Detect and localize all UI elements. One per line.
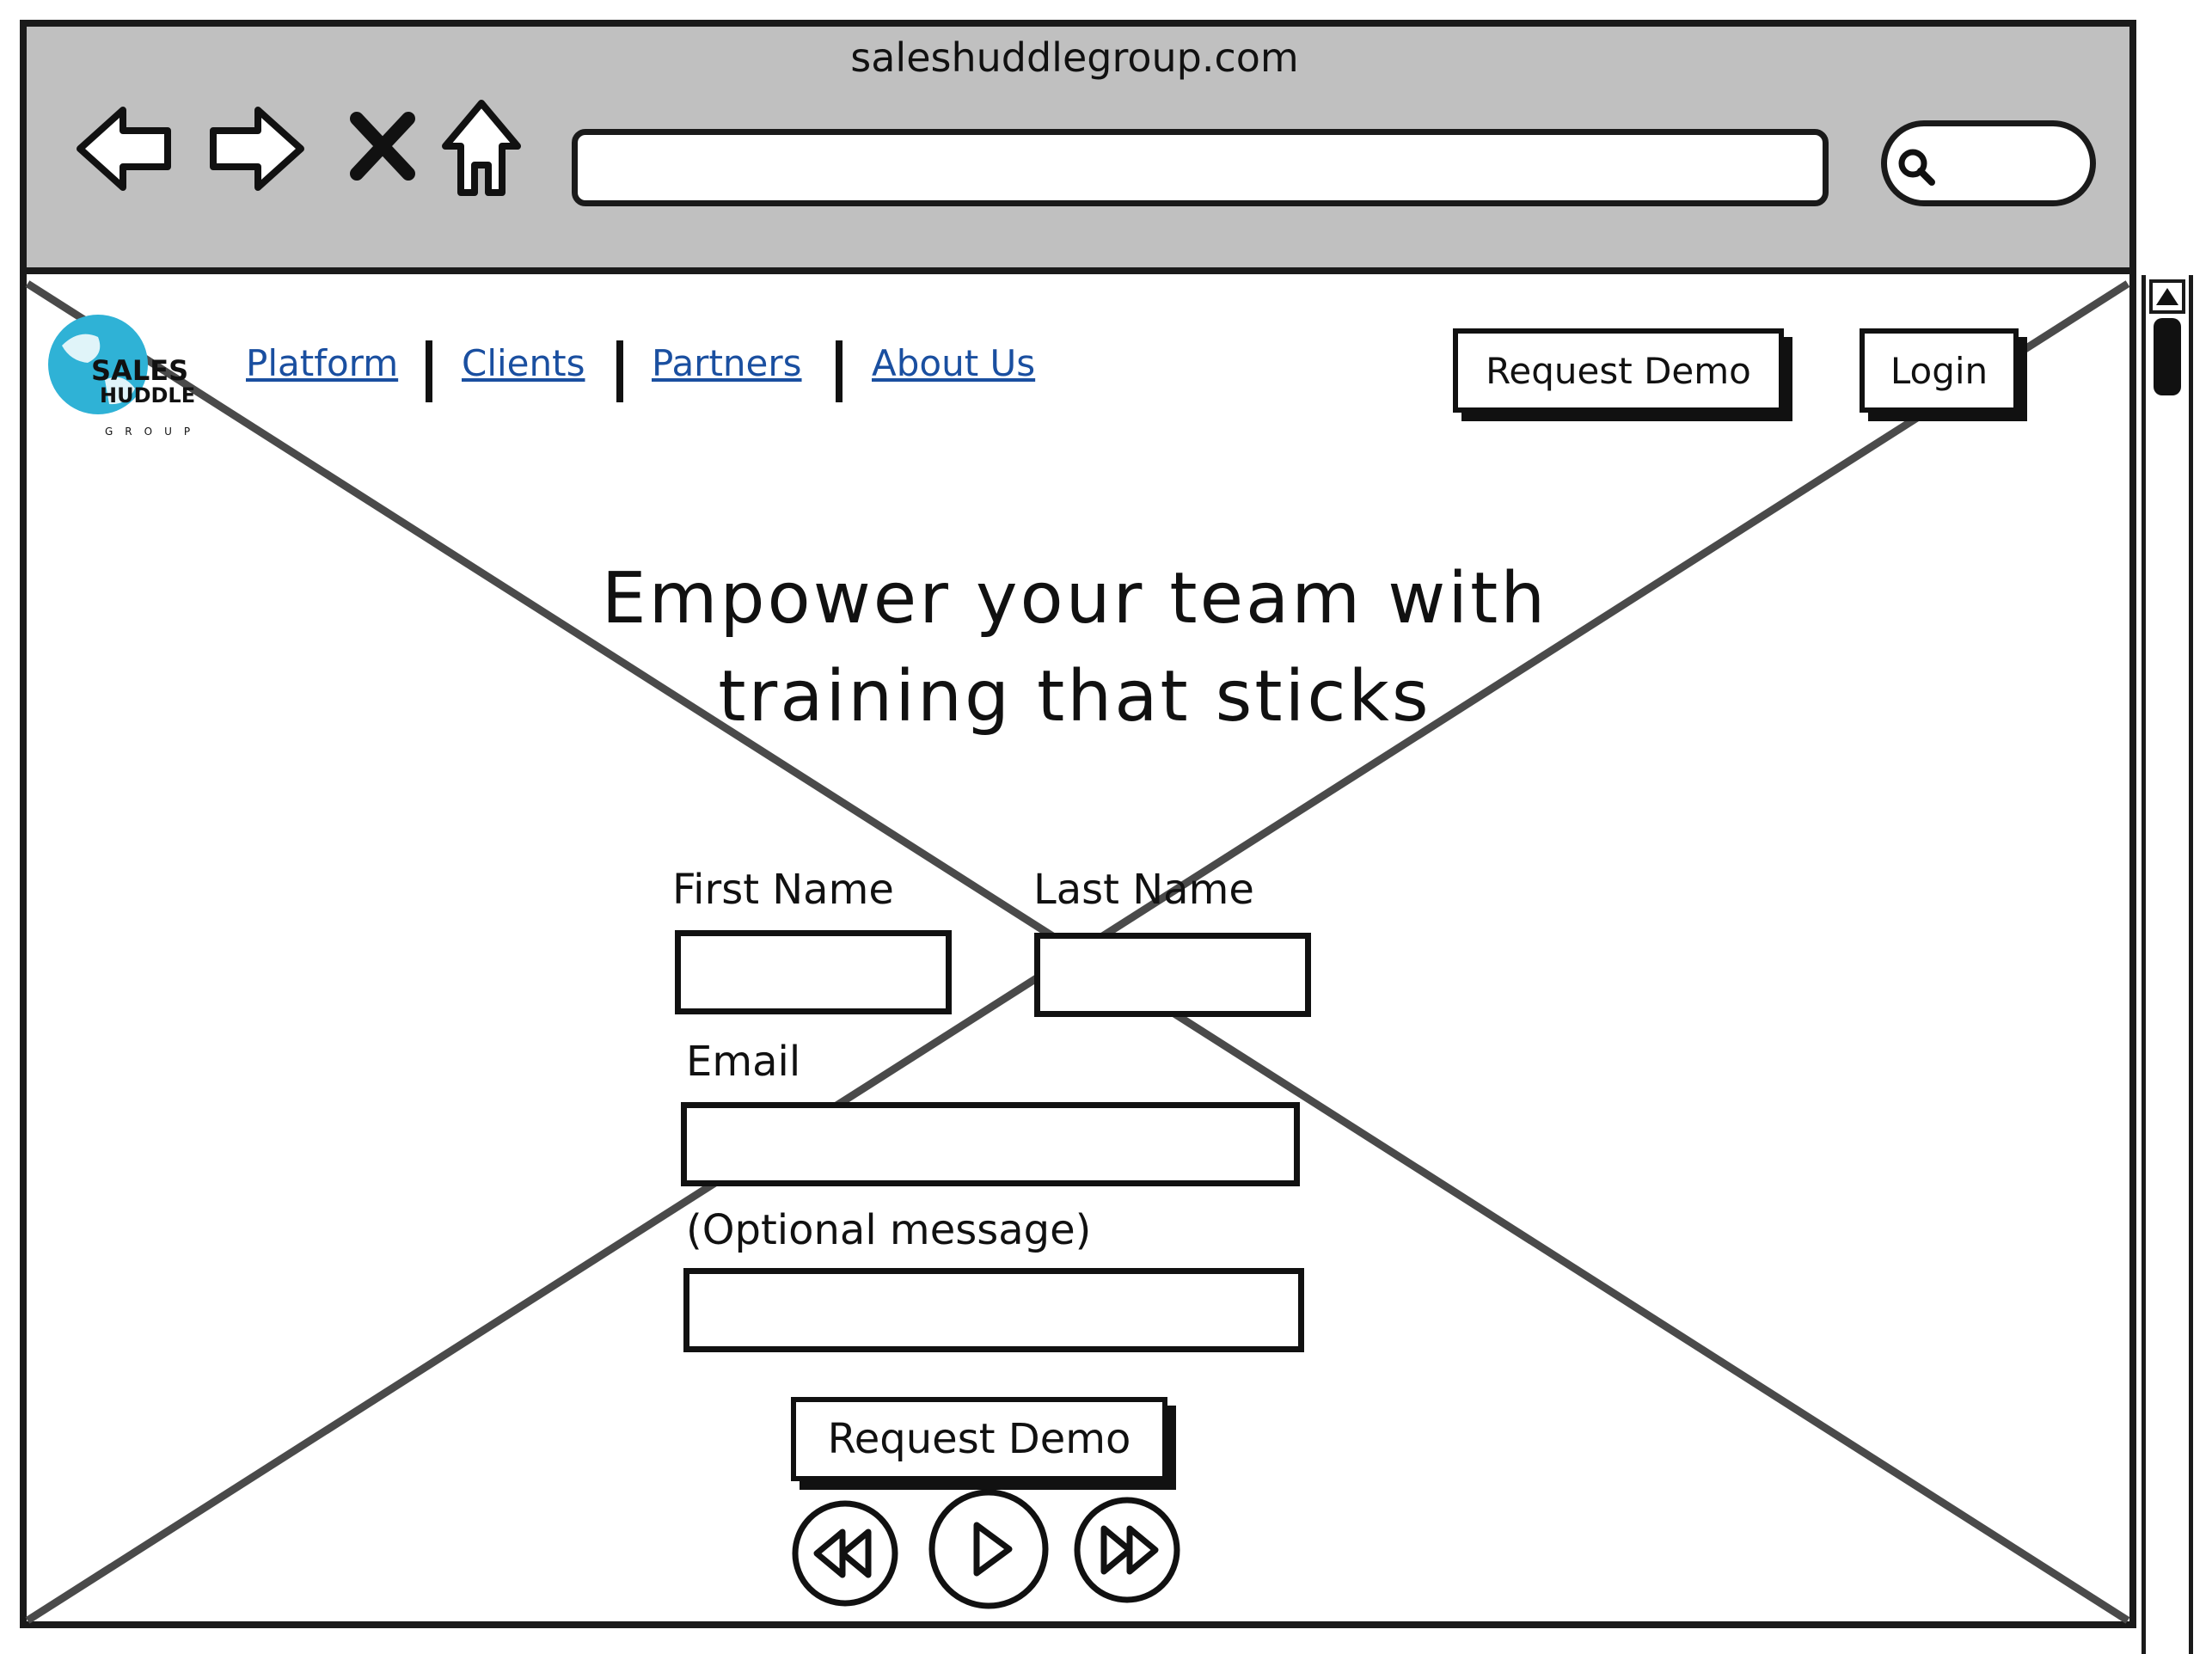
scrollbar[interactable] [2142, 275, 2193, 1654]
nav-separator [616, 340, 623, 402]
play-icon[interactable] [927, 1487, 1051, 1615]
first-name-label: First Name [672, 866, 894, 914]
email-input[interactable] [681, 1102, 1300, 1186]
arrow-right-icon[interactable] [205, 101, 308, 196]
nav-link-platform[interactable]: Platform [246, 342, 399, 384]
browser-search-box[interactable] [1881, 120, 2096, 206]
logo[interactable]: SALES HUDDLE GROUP [45, 311, 199, 440]
hero-heading-line2: training that sticks [718, 656, 1431, 738]
request-demo-submit-button[interactable]: Request Demo [791, 1397, 1167, 1481]
window-title: saleshuddlegroup.com [850, 34, 1299, 81]
nav-link-partners[interactable]: Partners [652, 342, 802, 384]
close-icon[interactable] [348, 112, 417, 181]
request-demo-header-button[interactable]: Request Demo [1453, 328, 1784, 413]
nav-link-clients[interactable]: Clients [462, 342, 585, 384]
rewind-icon[interactable] [789, 1498, 901, 1613]
hero-heading-line1: Empower your team with [601, 558, 1548, 640]
nav-link-about-us[interactable]: About Us [872, 342, 1036, 384]
logo-line3: GROUP [105, 426, 199, 438]
nav-separator [836, 340, 843, 402]
first-name-input[interactable] [675, 930, 952, 1014]
message-input[interactable] [683, 1268, 1304, 1352]
last-name-label: Last Name [1033, 866, 1254, 914]
email-label: Email [686, 1038, 801, 1086]
home-icon[interactable] [438, 96, 524, 199]
logo-line2: HUDDLE [100, 383, 195, 407]
nav-separator [426, 340, 432, 402]
last-name-input[interactable] [1034, 933, 1311, 1017]
login-button[interactable]: Login [1860, 328, 2019, 413]
arrow-left-icon[interactable] [73, 101, 176, 196]
scrollbar-thumb[interactable] [2154, 318, 2181, 395]
fast-forward-icon[interactable] [1071, 1494, 1183, 1609]
hero-heading: Empower your team with training that sti… [499, 550, 1651, 746]
scroll-up-button[interactable] [2149, 279, 2185, 314]
address-bar[interactable] [572, 129, 1829, 206]
search-icon [1896, 146, 1939, 193]
logo-line1: SALES [91, 354, 188, 387]
optional-message-label: (Optional message) [686, 1206, 1092, 1254]
